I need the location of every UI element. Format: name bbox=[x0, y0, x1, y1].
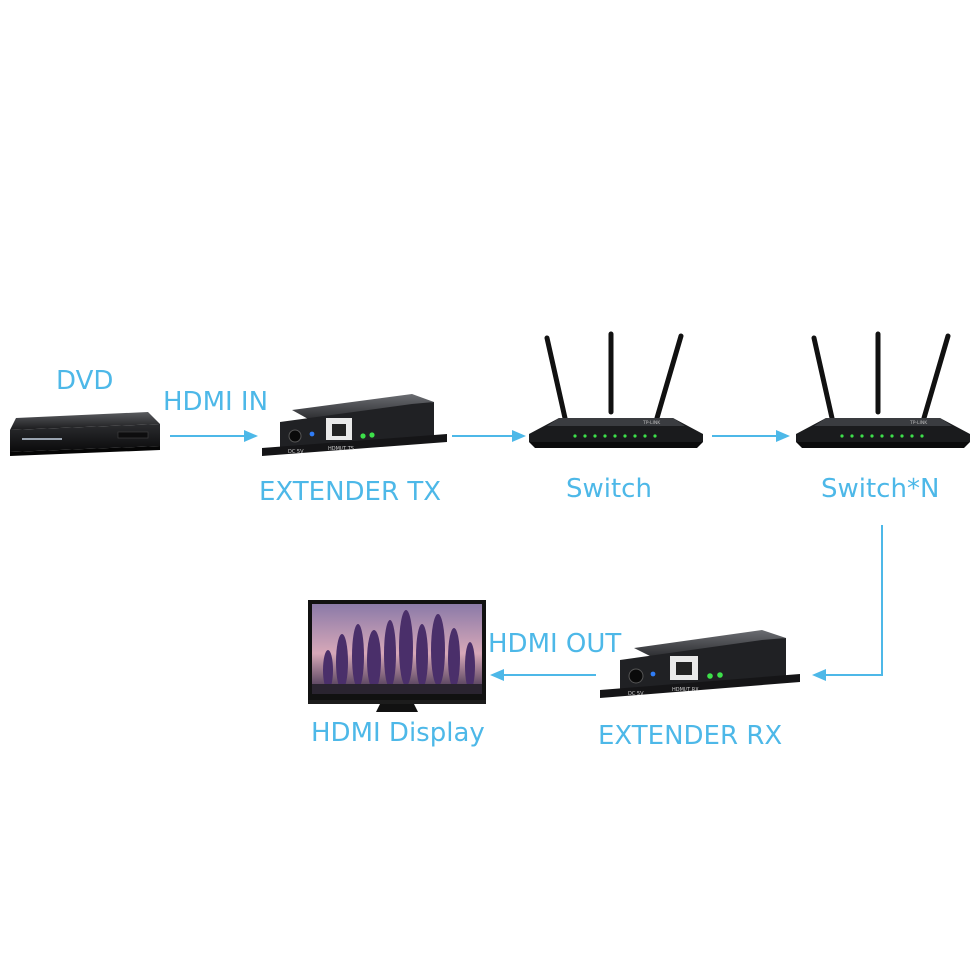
label-hdmi-out: HDMI OUT bbox=[488, 629, 622, 659]
router2-brand-text: TP-LINK bbox=[909, 420, 928, 426]
rx-port-text: HDMI/T RX bbox=[672, 687, 699, 693]
label-hdmi-display: HDMI Display bbox=[311, 718, 485, 748]
arrow-switchn-to-rx bbox=[812, 525, 883, 681]
tx-port-text: HDMI/T TS bbox=[328, 446, 354, 452]
arrow-tx-to-switch bbox=[452, 430, 526, 442]
hdmi-display-tv-icon bbox=[308, 600, 486, 712]
router-brand-text: TP-LINK bbox=[642, 420, 661, 426]
label-dvd: DVD bbox=[56, 366, 114, 396]
switch-router-icon: TP-LINK bbox=[529, 331, 703, 448]
tx-dc-text: DC 5V bbox=[288, 449, 304, 455]
arrow-rx-to-display bbox=[490, 669, 596, 681]
extender-rx-icon: DC 5V HDMI/T RX bbox=[600, 630, 800, 698]
arrow-dvd-to-tx bbox=[170, 430, 258, 442]
rx-dc-text: DC 5V bbox=[628, 691, 644, 697]
label-extender-tx: EXTENDER TX bbox=[259, 477, 442, 507]
label-hdmi-in: HDMI IN bbox=[163, 387, 269, 417]
arrow-switch-to-switchn bbox=[712, 430, 790, 442]
switch-n-router-icon: TP-LINK bbox=[796, 331, 970, 448]
extender-tx-icon: DC 5V HDMI/T TS bbox=[262, 394, 447, 456]
label-switch: Switch bbox=[566, 474, 652, 504]
label-extender-rx: EXTENDER RX bbox=[598, 721, 783, 751]
label-switch-n: Switch*N bbox=[821, 474, 940, 504]
dvd-player-icon bbox=[10, 412, 160, 456]
